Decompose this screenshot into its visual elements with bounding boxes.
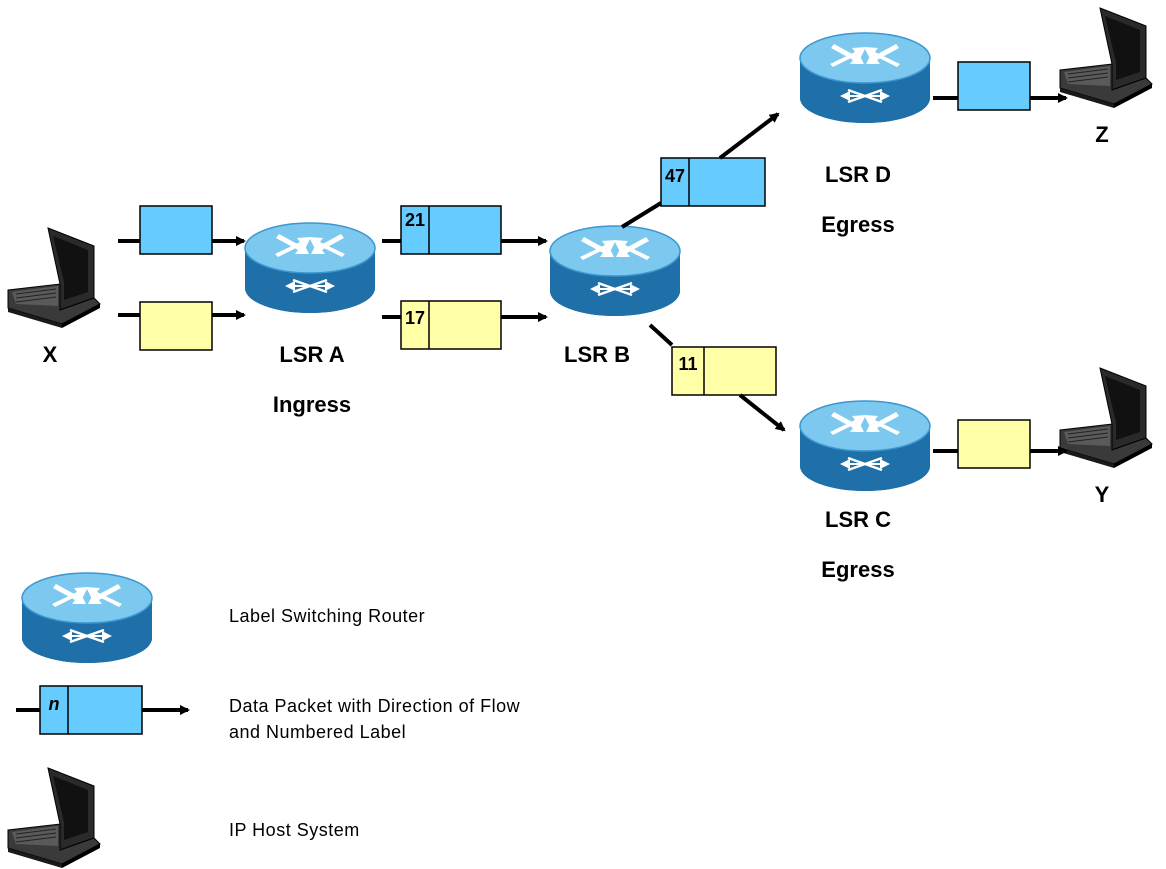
router-c-role: Egress xyxy=(821,557,894,582)
router-b-name: LSR B xyxy=(564,342,630,367)
router-icon xyxy=(798,31,932,125)
host-y[interactable]: Y xyxy=(1059,367,1153,507)
router-a-role: Ingress xyxy=(273,392,351,417)
host-x[interactable]: X xyxy=(7,227,101,367)
router-a-name: LSR A xyxy=(279,342,344,367)
router-icon xyxy=(798,399,932,493)
link-b-d-blue: 47 xyxy=(620,112,780,229)
legend-packet-line2: and Numbered Label xyxy=(229,722,406,742)
packet-label-17: 17 xyxy=(405,308,425,328)
router-icon xyxy=(243,221,377,315)
link-x-a-blue xyxy=(118,205,246,255)
router-d-role: Egress xyxy=(821,212,894,237)
packet-label-21: 21 xyxy=(405,210,425,230)
packet-yellow xyxy=(671,346,777,396)
legend-router-text: Label Switching Router xyxy=(229,606,425,626)
legend-host-text: IP Host System xyxy=(229,820,360,840)
legend-router: Label Switching Router xyxy=(20,571,425,665)
arrow-icon xyxy=(718,112,780,160)
router-lsr-b[interactable]: LSR B xyxy=(548,224,682,367)
router-icon xyxy=(20,571,154,665)
laptop-icon xyxy=(1059,7,1153,109)
packet-yellow xyxy=(400,300,502,350)
packet-blue xyxy=(139,205,213,255)
legend-packet-label: n xyxy=(49,694,60,714)
router-icon xyxy=(548,224,682,318)
legend-packet-line1: Data Packet with Direction of Flow xyxy=(229,696,521,716)
host-y-label: Y xyxy=(1095,482,1110,507)
link-d-z-blue xyxy=(933,61,1068,111)
host-z-label: Z xyxy=(1095,122,1108,147)
router-lsr-d[interactable]: LSR D Egress xyxy=(798,31,932,237)
laptop-icon xyxy=(1059,367,1153,469)
router-c-name: LSR C xyxy=(825,507,891,532)
packet-label-47: 47 xyxy=(665,166,685,186)
packet-blue xyxy=(957,61,1031,111)
laptop-icon xyxy=(7,227,101,329)
legend: Label Switching Router n Data Packet wit… xyxy=(7,571,521,869)
link-a-b-blue: 21 xyxy=(382,205,548,255)
laptop-icon xyxy=(7,767,101,869)
host-x-label: X xyxy=(43,342,58,367)
router-lsr-c[interactable]: LSR C Egress xyxy=(798,399,932,582)
legend-host: IP Host System xyxy=(7,767,360,869)
link-b-c-yellow: 11 xyxy=(648,323,786,432)
packet-blue xyxy=(400,205,502,255)
packet-label-11: 11 xyxy=(678,354,697,374)
link-c-y-yellow xyxy=(933,419,1068,469)
link-a-b-yellow: 17 xyxy=(382,300,548,350)
packet-yellow xyxy=(957,419,1031,469)
link-x-a-yellow xyxy=(118,301,246,351)
packet-yellow xyxy=(139,301,213,351)
router-lsr-a[interactable]: LSR A Ingress xyxy=(243,221,377,417)
host-z[interactable]: Z xyxy=(1059,7,1153,147)
arrow-icon xyxy=(738,393,786,432)
router-d-name: LSR D xyxy=(825,162,891,187)
packet-blue xyxy=(660,157,766,207)
legend-packet: n Data Packet with Direction of Flow and… xyxy=(16,685,521,742)
